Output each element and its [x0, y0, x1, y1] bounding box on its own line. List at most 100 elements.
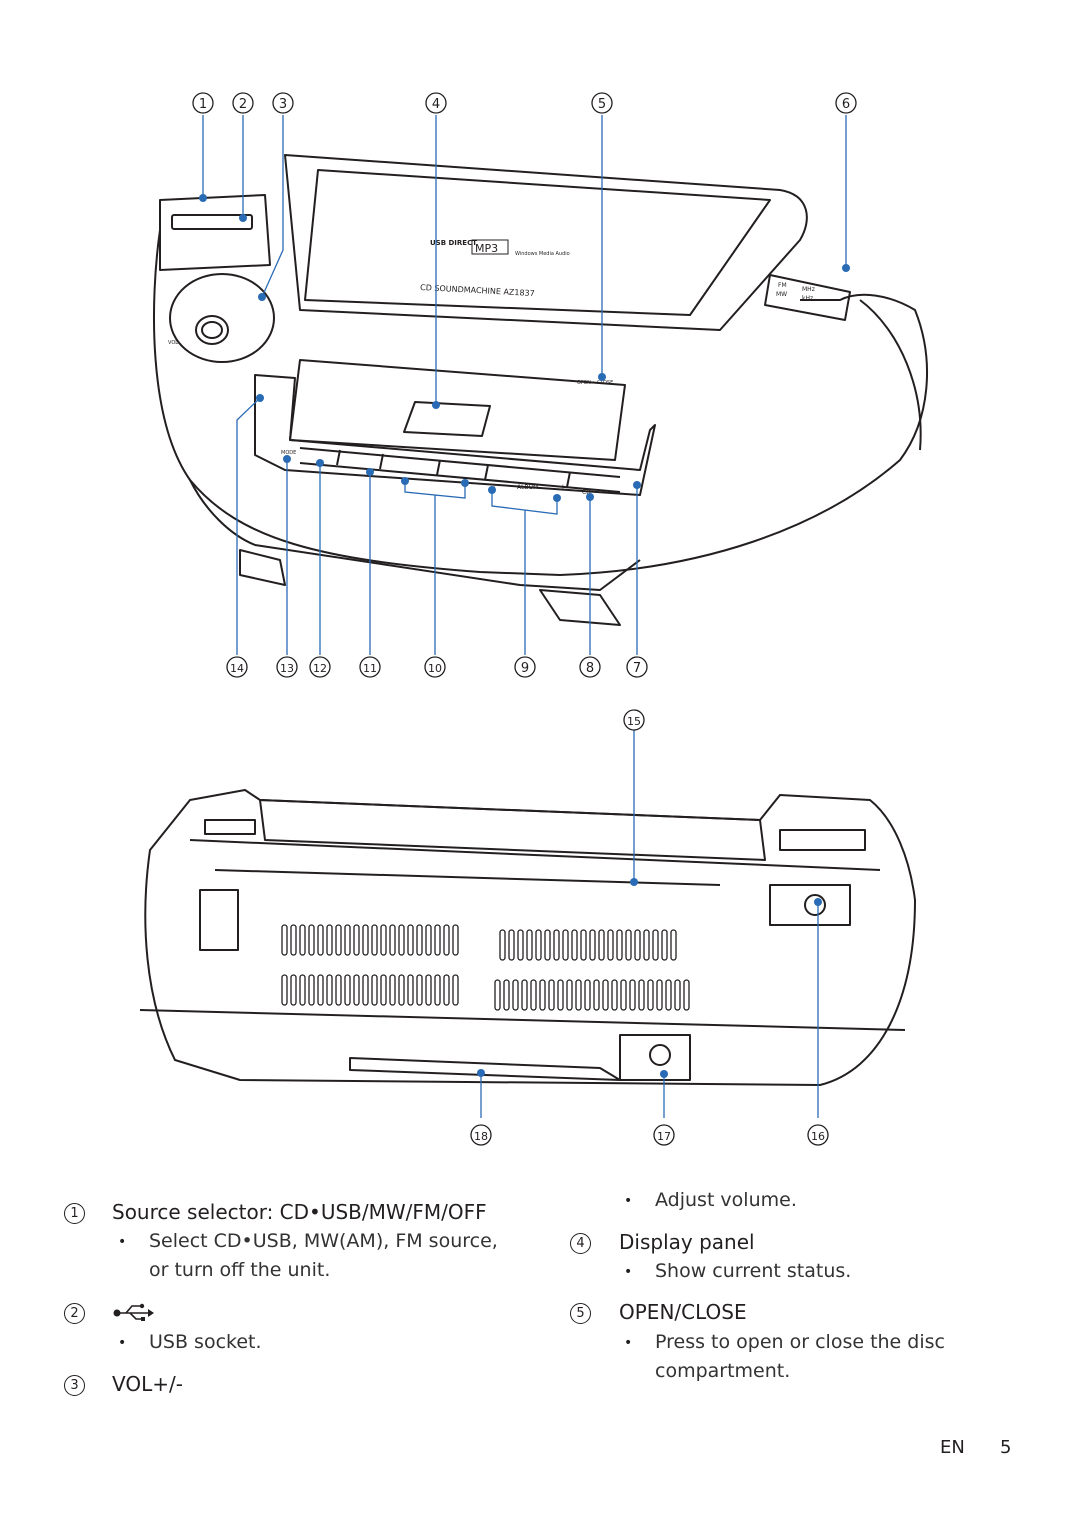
grille-slot [499, 929, 506, 961]
svg-text:14: 14 [230, 662, 244, 675]
svg-text:17: 17 [657, 1130, 671, 1143]
display-panel [403, 401, 491, 437]
device-fm-text: FM [778, 282, 787, 289]
callout-4: 4 [425, 92, 447, 114]
legend-title-source-selector: Source selector: CD•USB/MW/FM/OFF [112, 1200, 487, 1224]
grille-slot [629, 979, 636, 1011]
bullet: • [118, 1335, 127, 1351]
grille-slot [620, 979, 627, 1011]
grille-slot [539, 979, 546, 1011]
callout-15: 15 [623, 709, 645, 731]
callout-13: 13 [276, 656, 298, 678]
grille-slot [362, 974, 369, 1006]
grille-slot [353, 924, 360, 956]
button-bar [254, 374, 656, 496]
grille-slot [665, 979, 672, 1011]
svg-text:15: 15 [627, 715, 641, 728]
svg-text:16: 16 [811, 1130, 825, 1143]
grille-slot [398, 924, 405, 956]
legend-title-open-close: OPEN/CLOSE [619, 1300, 747, 1324]
grille-slot [281, 974, 288, 1006]
device-mp3-text: MP3 [475, 242, 498, 255]
grille-slot [544, 929, 551, 961]
grille-slot [389, 924, 396, 956]
svg-text:7: 7 [633, 661, 641, 676]
callout-1: 1 [192, 92, 214, 114]
grille-slot [611, 979, 618, 1011]
grille-slot [526, 929, 533, 961]
legend-num-2: 2 [64, 1303, 85, 1324]
grille-slot [593, 979, 600, 1011]
grille-slot [656, 979, 663, 1011]
legend-num-5: 5 [570, 1303, 591, 1324]
grille-slot [638, 979, 645, 1011]
grille-slot [407, 924, 414, 956]
grille-slot [425, 974, 432, 1006]
grille-slot [326, 924, 333, 956]
handle-slot [349, 1057, 621, 1081]
svg-text:9: 9 [521, 661, 529, 676]
grille-slot [416, 974, 423, 1006]
svg-text:8: 8 [586, 661, 594, 676]
grille-slot [452, 924, 459, 956]
callout-3: 3 [272, 92, 294, 114]
device-mw-text: MW [776, 291, 787, 298]
grille-slot [308, 924, 315, 956]
legend-bullet-adjust-volume: Adjust volume. [655, 1189, 797, 1211]
grille-slot [553, 929, 560, 961]
volume-knob [169, 273, 275, 363]
grille-slot [389, 974, 396, 1006]
device-wma-text: Windows Media Audio [515, 251, 570, 257]
callout-10: 10 [424, 656, 446, 678]
svg-text:12: 12 [313, 662, 327, 675]
grille-slot [557, 979, 564, 1011]
cd-lid [284, 154, 808, 331]
callout-6: 6 [835, 92, 857, 114]
grille-slot [353, 974, 360, 1006]
grille-slot [308, 974, 315, 1006]
grille-slot [335, 924, 342, 956]
grille-slot [598, 929, 605, 961]
device-usb-direct-text: USB DIRECT [430, 239, 477, 247]
legend-num-1: 1 [64, 1203, 85, 1224]
grille-slot [443, 974, 450, 1006]
grille-slot [344, 974, 351, 1006]
grille-slot [652, 929, 659, 961]
grille-slot [371, 924, 378, 956]
legend-bullet-compartment: compartment. [655, 1360, 791, 1382]
grille-slot [508, 929, 515, 961]
grille-slot [434, 924, 441, 956]
legend-bullet-show-status: Show current status. [655, 1260, 852, 1282]
grille-slot [530, 979, 537, 1011]
callout-9: 9 [514, 656, 536, 678]
bullet: • [624, 1193, 633, 1209]
grille-slot [643, 929, 650, 961]
grille-slot [398, 974, 405, 1006]
device-vol-text: VOL [168, 340, 178, 346]
bullet: • [624, 1335, 633, 1351]
callout-12: 12 [309, 656, 331, 678]
svg-text:4: 4 [432, 97, 440, 112]
grille-slot [580, 929, 587, 961]
device-album-text: ALBUM [517, 484, 538, 491]
callout-11: 11 [359, 656, 381, 678]
antenna [214, 869, 721, 886]
legend-bullet-turn-off: or turn off the unit. [149, 1259, 331, 1281]
grille-slot [571, 929, 578, 961]
device-cd-text: CD [582, 489, 591, 496]
callout-8: 8 [579, 656, 601, 678]
device-mhz-text: MHz [802, 286, 815, 293]
svg-text:3: 3 [279, 97, 287, 112]
grille-slot [562, 929, 569, 961]
device-lower-outline [189, 479, 641, 591]
device-body-outline [152, 229, 928, 576]
grille-slot [434, 974, 441, 1006]
device-model-text: CD SOUNDMACHINE AZ1837 [420, 283, 535, 298]
callout-2: 2 [232, 92, 254, 114]
legend-num-3: 3 [64, 1375, 85, 1396]
grille-slot [647, 979, 654, 1011]
callout-14: 14 [226, 656, 248, 678]
grille-slot [602, 979, 609, 1011]
product-diagram: CD SOUNDMACHINE AZ1837 USB DIRECT MP3 Wi… [139, 92, 928, 1146]
grille-slot [326, 974, 333, 1006]
